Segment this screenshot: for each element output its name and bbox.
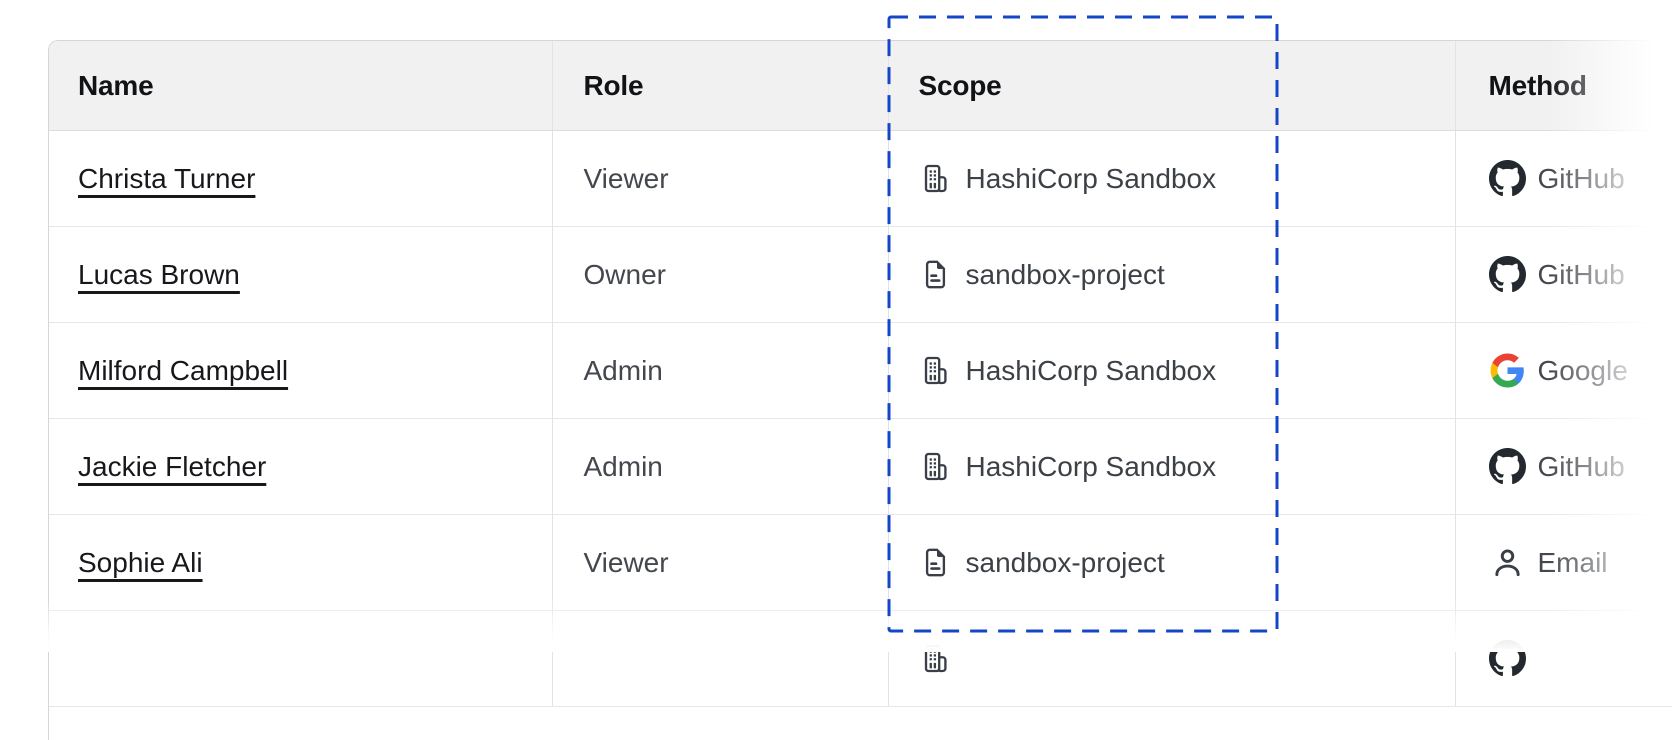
method-text: Email — [1538, 547, 1608, 579]
role-cell: Admin — [553, 323, 889, 418]
user-name-link[interactable]: Christa Turner — [78, 163, 255, 195]
building-icon — [919, 162, 952, 195]
members-table: Name Role Scope Method Christa Turner Vi… — [48, 40, 1672, 740]
table-row: Milford Campbell Admin HashiCorp Sandbox… — [49, 323, 1672, 419]
role-cell: Owner — [553, 227, 889, 322]
name-cell: Lucas Brown — [49, 227, 553, 322]
role-cell: Viewer — [553, 131, 889, 226]
building-icon — [919, 642, 952, 675]
scope-cell: HashiCorp Sandbox — [889, 131, 1456, 226]
scope-text: HashiCorp Sandbox — [966, 355, 1217, 387]
scope-text: sandbox-project — [966, 259, 1165, 291]
table-row: Sophie Ali Viewer sandbox-project Email — [49, 515, 1672, 611]
scope-cell — [889, 611, 1456, 706]
method-cell: GitHub — [1456, 131, 1672, 226]
user-name-link[interactable]: Sophie Ali — [78, 547, 203, 579]
name-cell: Sophie Ali — [49, 515, 553, 610]
scope-cell: HashiCorp Sandbox — [889, 323, 1456, 418]
google-icon — [1489, 352, 1526, 389]
name-cell — [49, 611, 553, 706]
github-icon — [1489, 640, 1526, 677]
table-row: Jackie Fletcher Admin HashiCorp Sandbox … — [49, 419, 1672, 515]
method-text: GitHub — [1538, 451, 1625, 483]
method-cell: Google — [1456, 323, 1672, 418]
github-icon — [1489, 256, 1526, 293]
method-text: Google — [1538, 355, 1628, 387]
role-cell: Viewer — [553, 515, 889, 610]
scope-cell: sandbox-project — [889, 515, 1456, 610]
scope-cell: sandbox-project — [889, 227, 1456, 322]
user-name-link[interactable]: Lucas Brown — [78, 259, 240, 291]
method-cell: GitHub — [1456, 227, 1672, 322]
name-cell: Jackie Fletcher — [49, 419, 553, 514]
name-cell: Christa Turner — [49, 131, 553, 226]
scope-text: sandbox-project — [966, 547, 1165, 579]
user-name-link[interactable]: Milford Campbell — [78, 355, 288, 387]
page: { "table": { "columns": [ { "label": "Na… — [0, 0, 1672, 652]
github-icon — [1489, 160, 1526, 197]
method-cell: GitHub — [1456, 419, 1672, 514]
method-cell — [1456, 611, 1672, 706]
scope-text: HashiCorp Sandbox — [966, 451, 1217, 483]
user-name-link[interactable]: Jackie Fletcher — [78, 451, 266, 483]
name-cell: Milford Campbell — [49, 323, 553, 418]
role-text: Admin — [584, 451, 663, 483]
method-text: GitHub — [1538, 163, 1625, 195]
role-text: Viewer — [584, 163, 669, 195]
table-header-row: Name Role Scope Method — [49, 41, 1672, 131]
role-cell — [553, 611, 889, 706]
person-icon — [1489, 544, 1526, 581]
file-text-icon — [919, 258, 952, 291]
scope-cell: HashiCorp Sandbox — [889, 419, 1456, 514]
role-text: Owner — [584, 259, 666, 291]
role-text: Viewer — [584, 547, 669, 579]
table-row: Lucas Brown Owner sandbox-project GitHub — [49, 227, 1672, 323]
building-icon — [919, 450, 952, 483]
column-header-role: Role — [553, 41, 889, 130]
table-row: Christa Turner Viewer HashiCorp Sandbox … — [49, 131, 1672, 227]
file-text-icon — [919, 546, 952, 579]
role-text: Admin — [584, 355, 663, 387]
column-header-name: Name — [49, 41, 553, 130]
method-cell: Email — [1456, 515, 1672, 610]
table-row-partial — [49, 611, 1672, 707]
method-text: GitHub — [1538, 259, 1625, 291]
role-cell: Admin — [553, 419, 889, 514]
building-icon — [919, 354, 952, 387]
column-header-method: Method — [1456, 41, 1672, 130]
column-header-scope: Scope — [889, 41, 1456, 130]
github-icon — [1489, 448, 1526, 485]
scope-text: HashiCorp Sandbox — [966, 163, 1217, 195]
